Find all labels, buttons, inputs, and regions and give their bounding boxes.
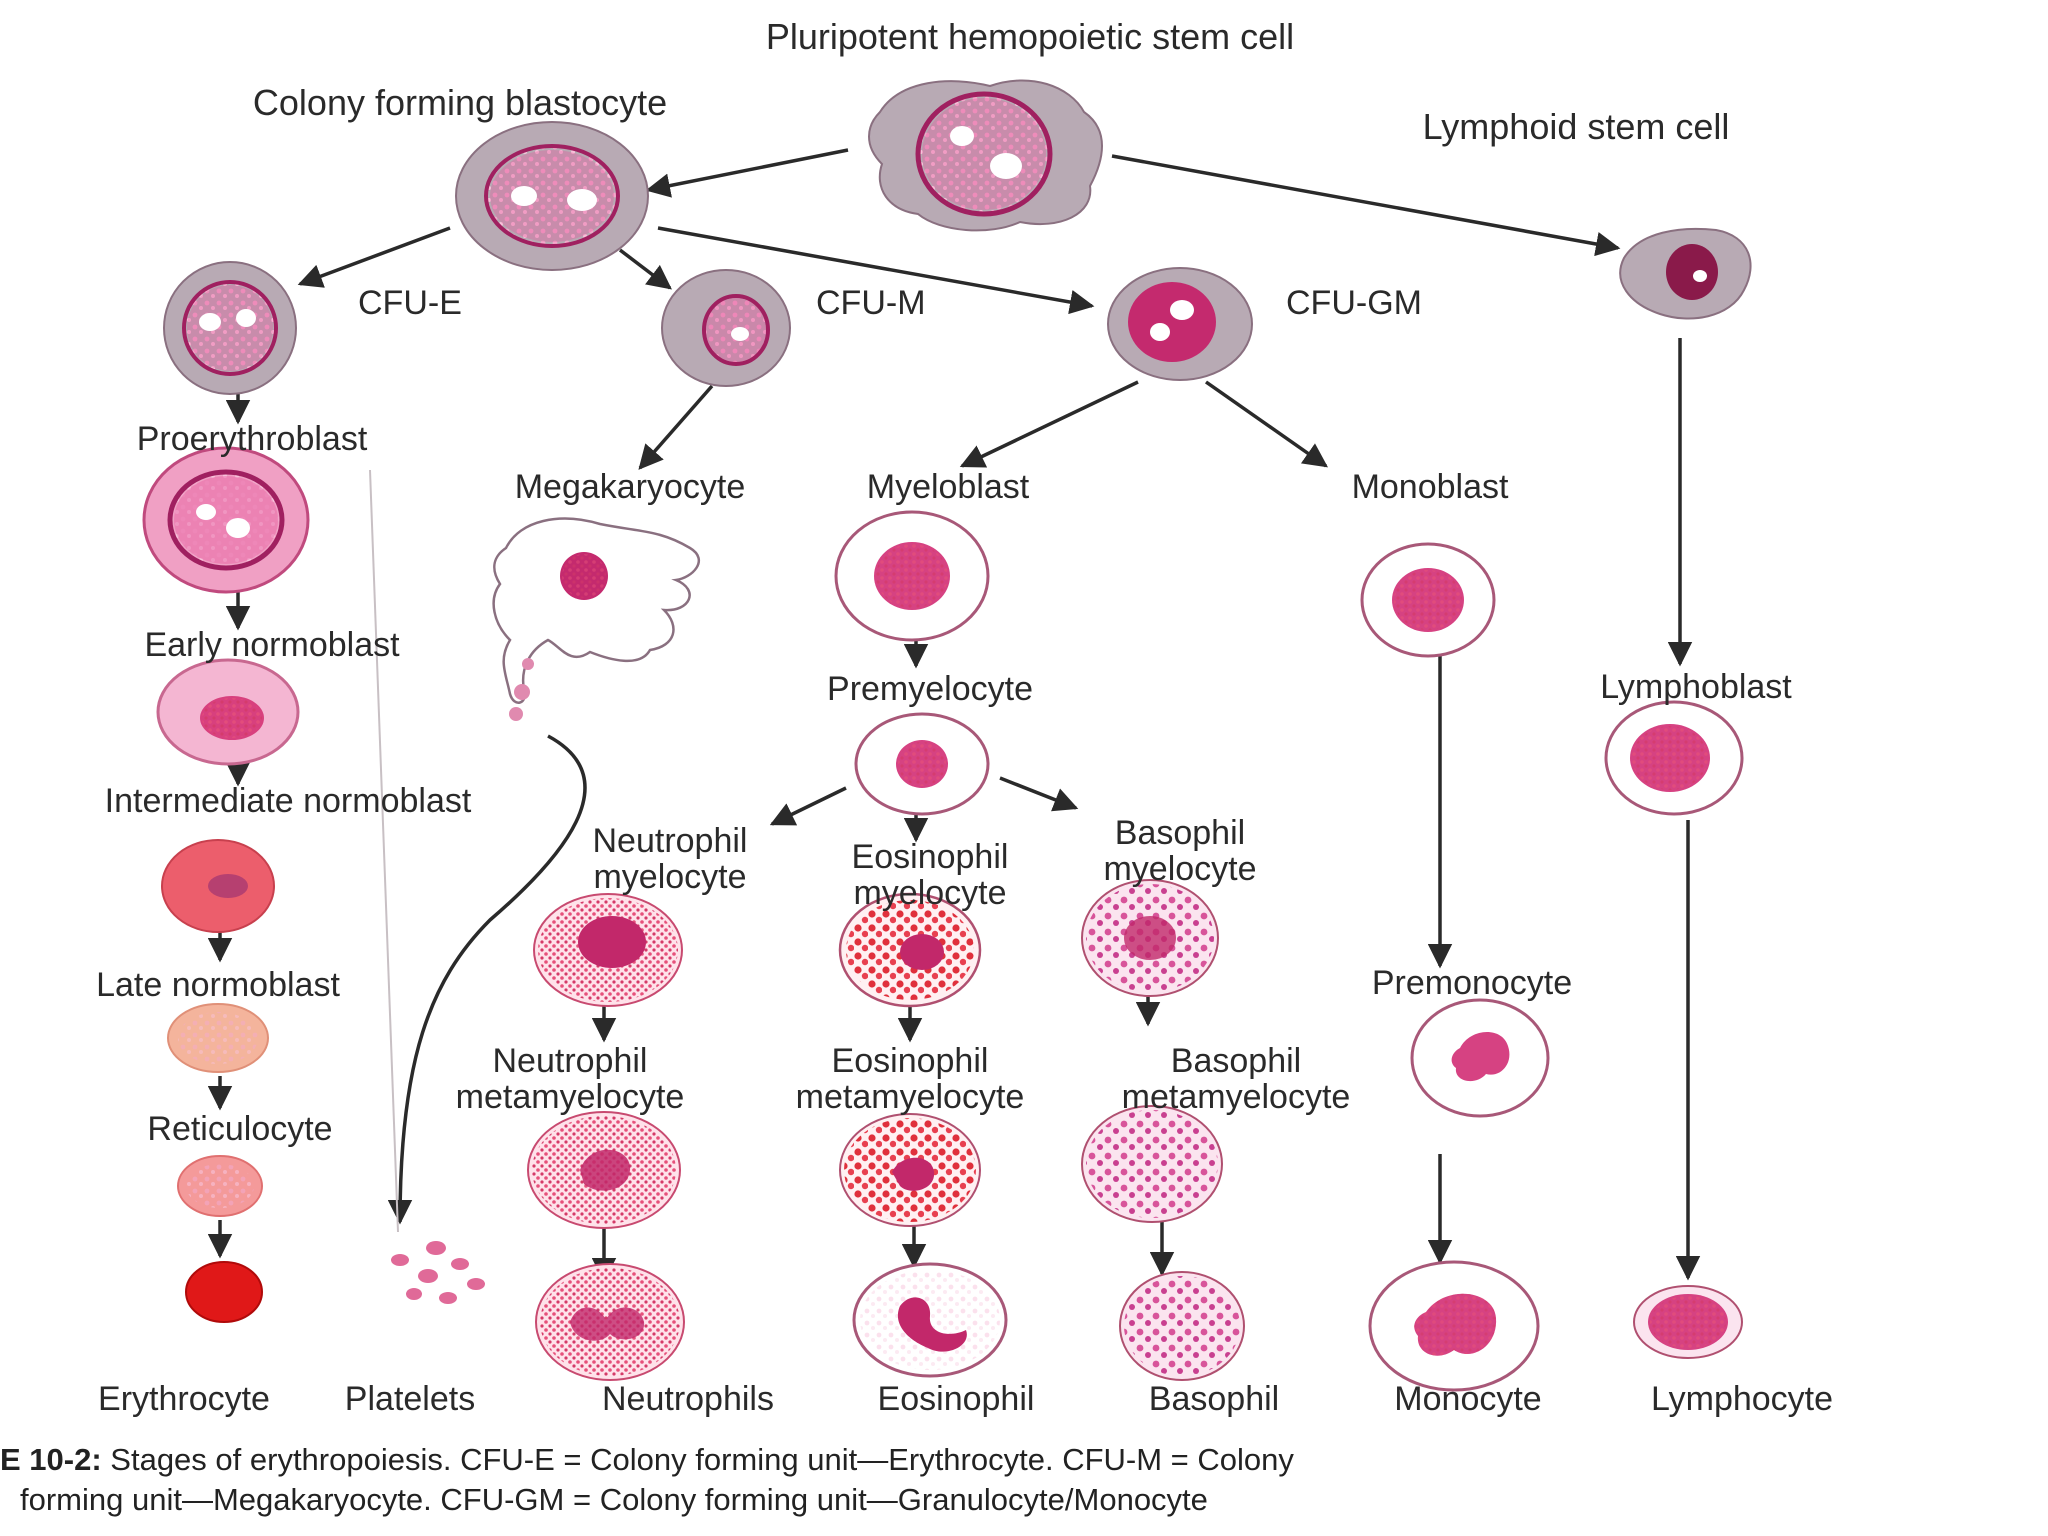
eosinophil-metamyelocyte-cell bbox=[839, 1113, 981, 1227]
platelets-cells bbox=[391, 1241, 485, 1304]
colony-forming-blastocyte bbox=[455, 121, 649, 271]
caption-line-2: forming unit—Megakaryocyte. CFU-GM = Col… bbox=[20, 1482, 1208, 1517]
label-lymphoid-stem-cell: Lymphoid stem cell bbox=[1422, 106, 1730, 147]
early-normoblast-cell bbox=[156, 658, 300, 766]
label-basophil-myelocyte: Basophil myelocyte bbox=[1103, 814, 1257, 888]
pluripotent-stem-cell bbox=[868, 79, 1103, 232]
label-premyelocyte: Premyelocyte bbox=[827, 670, 1033, 708]
label-eosinophil-myelocyte: Eosinophil myelocyte bbox=[851, 838, 1009, 912]
premyelocyte-cell bbox=[854, 712, 990, 816]
arrow-colony-to-cfu-e bbox=[297, 226, 451, 288]
arrow-premyelocyte-to-neutrophil-myelocyte bbox=[769, 786, 847, 826]
cfu-m-cell bbox=[661, 269, 791, 387]
label-cfu-e: CFU-E bbox=[358, 284, 462, 322]
monocyte-cell bbox=[1368, 1260, 1540, 1392]
label-eosinophil-metamyelocyte: Eosinophil metamyelocyte bbox=[795, 1042, 1025, 1116]
megakaryocyte-cell bbox=[492, 517, 701, 721]
label-reticulocyte: Reticulocyte bbox=[147, 1110, 333, 1148]
label-erythrocyte: Erythrocyte bbox=[98, 1380, 270, 1418]
arrow-cfu-gm-to-myeloblast bbox=[959, 380, 1139, 468]
label-colony-forming-blastocyte: Colony forming blastocyte bbox=[252, 82, 668, 123]
eosinophil-myelocyte-cell bbox=[838, 892, 982, 1008]
label-neutrophil-metamyelocyte: Neutrophil metamyelocyte bbox=[455, 1042, 685, 1116]
intermediate-normoblast-cell bbox=[161, 839, 275, 933]
lymphoid-stem-cell bbox=[1619, 227, 1752, 320]
arrow-megakaryocyte-to-platelets bbox=[387, 734, 587, 1225]
neutrophil-metamyelocyte-cell bbox=[527, 1111, 681, 1229]
divider-line bbox=[369, 469, 399, 1233]
label-late-normoblast: Late normoblast bbox=[96, 966, 340, 1004]
label-lymphoblast: Lymphoblast bbox=[1600, 668, 1792, 706]
label-platelets: Platelets bbox=[344, 1380, 476, 1418]
label-basophil: Basophil bbox=[1148, 1380, 1280, 1418]
late-normoblast-cell bbox=[167, 1003, 269, 1073]
caption-line-1-text: Stages of erythropoiesis. CFU-E = Colony… bbox=[101, 1442, 1294, 1477]
label-proerythroblast: Proerythroblast bbox=[136, 420, 368, 458]
erythrocyte-cell bbox=[185, 1261, 263, 1323]
neutrophil-myelocyte-cell bbox=[533, 893, 683, 1007]
label-neutrophils: Neutrophils bbox=[602, 1380, 774, 1418]
label-pluripotent-stem-cell: Pluripotent hemopoietic stem cell bbox=[765, 16, 1295, 57]
label-monocyte: Monocyte bbox=[1394, 1380, 1542, 1418]
cfu-e-cell bbox=[163, 261, 297, 395]
myeloblast-cell bbox=[834, 510, 990, 642]
arrow-root-to-lymphoid bbox=[1111, 154, 1621, 257]
neutrophils-cell bbox=[535, 1263, 685, 1381]
lymphocyte-cell bbox=[1633, 1285, 1743, 1359]
caption-figure-ref: E 10-2: bbox=[0, 1442, 102, 1477]
reticulocyte-cell bbox=[177, 1155, 263, 1217]
cfu-gm-cell bbox=[1107, 267, 1253, 381]
basophil-myelocyte-cell bbox=[1081, 879, 1219, 997]
label-myeloblast: Myeloblast bbox=[866, 468, 1030, 506]
label-eosinophil: Eosinophil bbox=[877, 1380, 1035, 1418]
label-basophil-metamyelocyte: Basophil metamyelocyte bbox=[1121, 1042, 1351, 1116]
arrow-colony-to-cfu-m bbox=[618, 248, 672, 290]
basophil-metamyelocyte-cell bbox=[1081, 1105, 1223, 1223]
label-monoblast: Monoblast bbox=[1351, 468, 1509, 506]
arrow-cfu-m-to-megakaryocyte bbox=[638, 384, 714, 470]
arrow-cfu-gm-to-monoblast bbox=[1204, 380, 1329, 468]
eosinophil-cell bbox=[852, 1262, 1008, 1378]
arrow-premyelocyte-to-basophil-myelocyte bbox=[999, 776, 1079, 812]
label-neutrophil-myelocyte: Neutrophil myelocyte bbox=[592, 822, 748, 896]
lymphoblast-cell bbox=[1604, 700, 1744, 816]
label-cfu-m: CFU-M bbox=[816, 284, 926, 322]
caption-line-1: E 10-2: Stages of erythropoiesis. CFU-E … bbox=[0, 1440, 1294, 1480]
arrow-root-to-colony bbox=[645, 148, 849, 198]
arrow-colony-to-cfu-gm bbox=[657, 226, 1095, 315]
basophil-cell bbox=[1119, 1271, 1245, 1381]
label-megakaryocyte: Megakaryocyte bbox=[514, 468, 746, 506]
label-intermediate-normoblast: Intermediate normoblast bbox=[104, 782, 472, 820]
label-premonocyte: Premonocyte bbox=[1371, 964, 1573, 1002]
label-lymphocyte: Lymphocyte bbox=[1650, 1380, 1834, 1418]
label-cfu-gm: CFU-GM bbox=[1286, 284, 1422, 322]
proerythroblast-cell bbox=[142, 446, 310, 594]
premonocyte-cell bbox=[1410, 998, 1550, 1118]
monoblast-cell bbox=[1360, 542, 1496, 658]
label-early-normoblast: Early normoblast bbox=[144, 626, 400, 664]
